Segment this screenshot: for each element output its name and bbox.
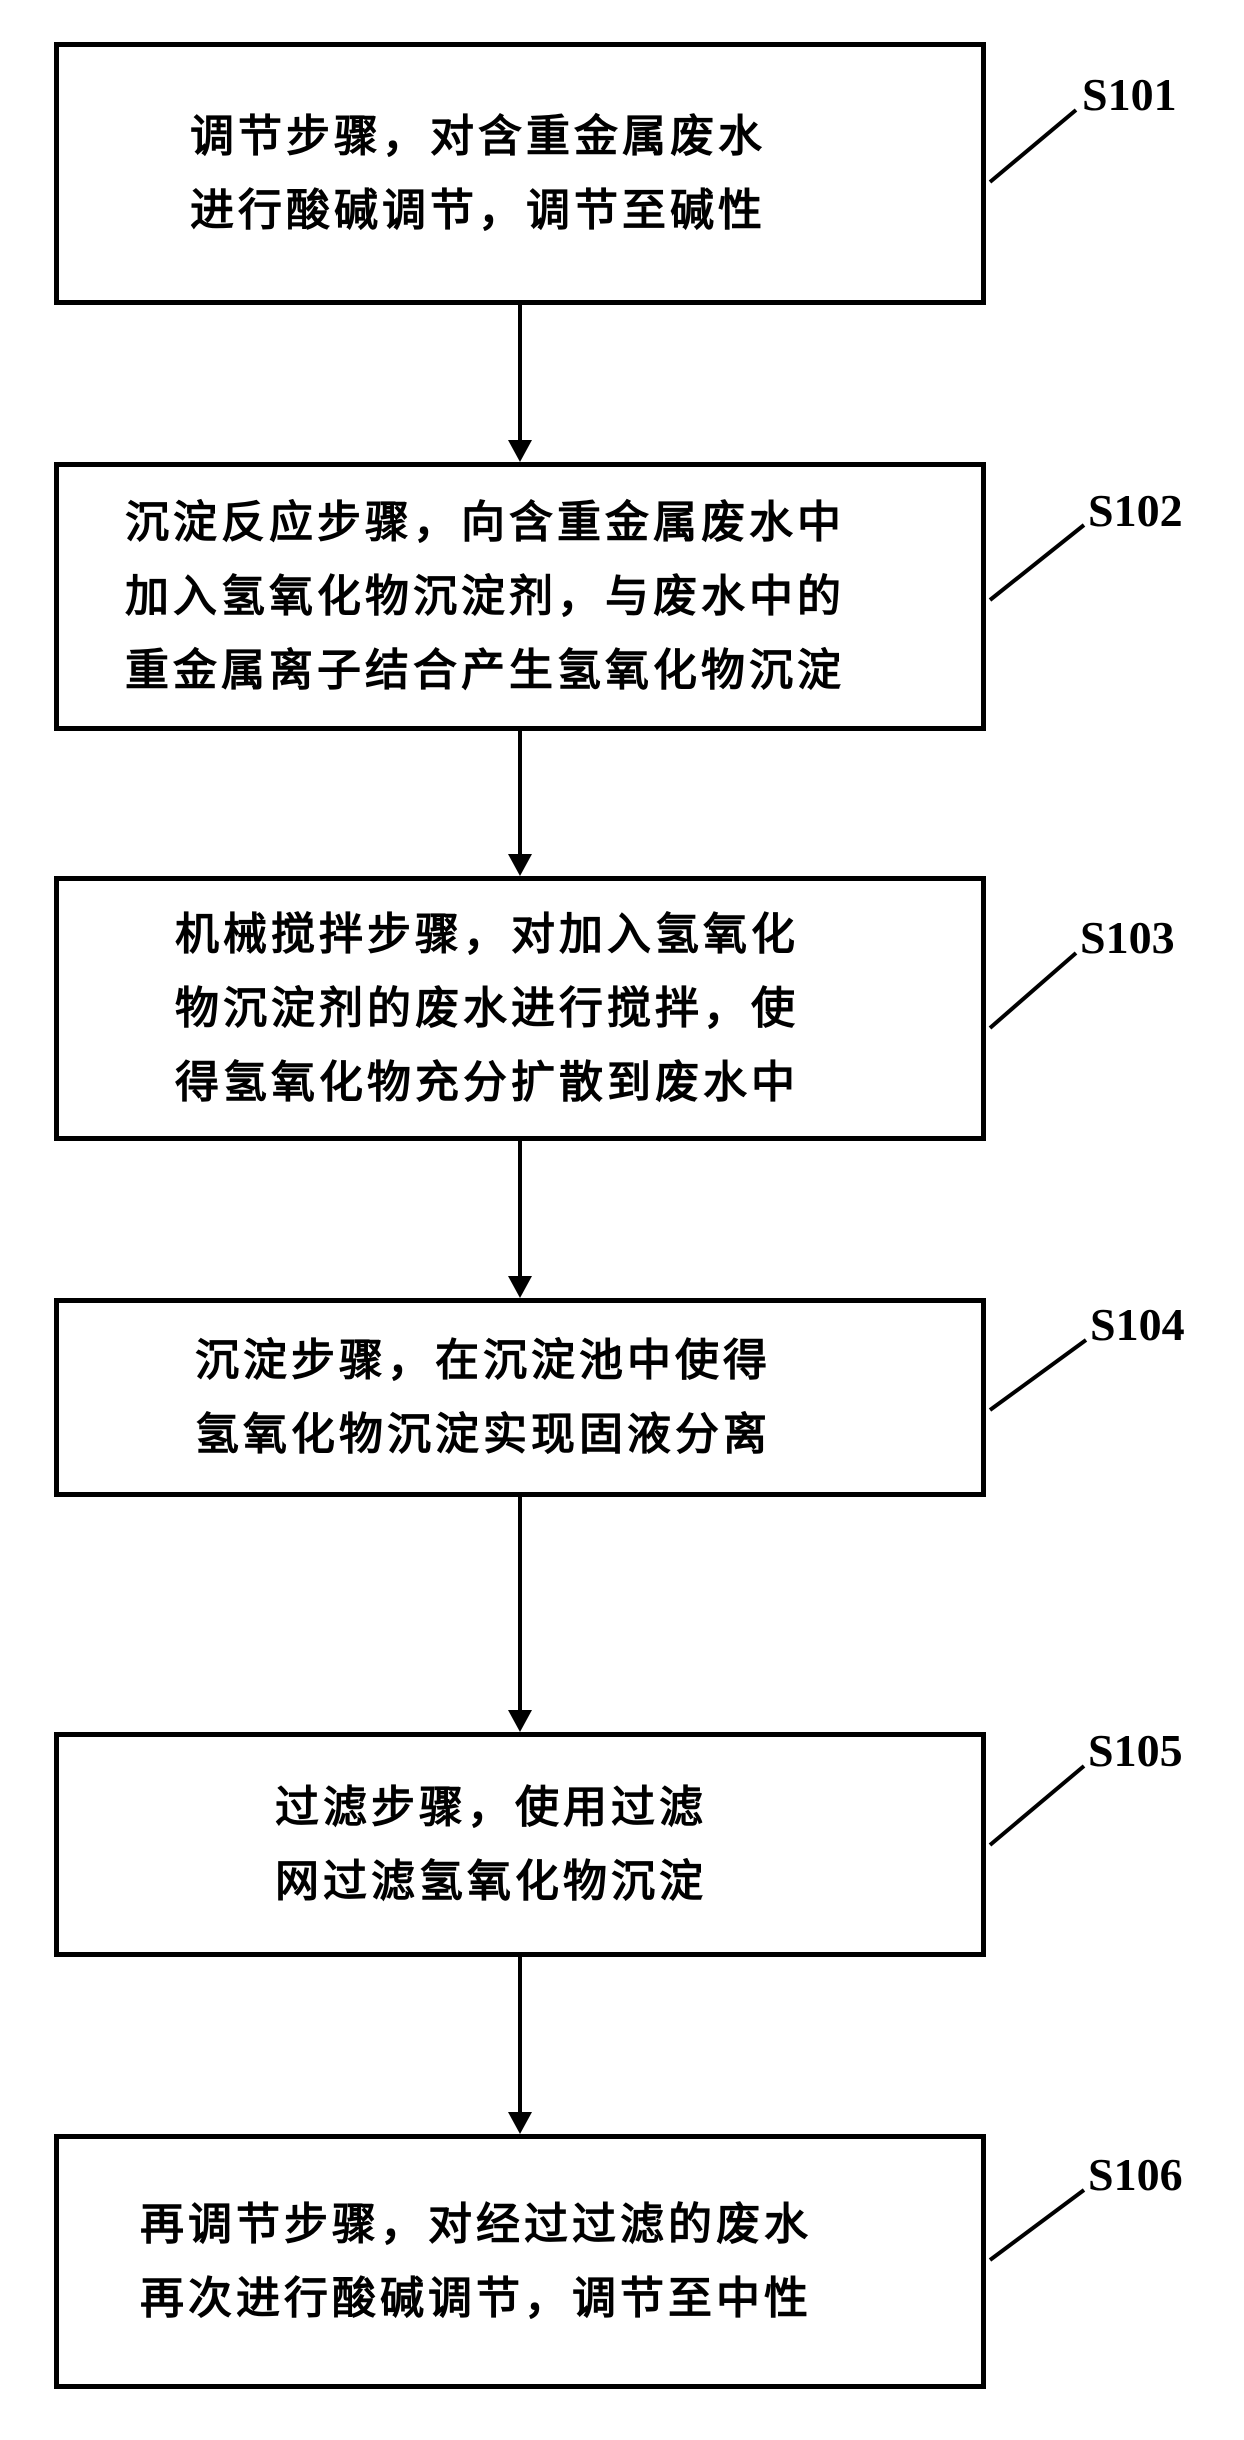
step-label-s103: S103 <box>1080 912 1175 963</box>
arrow-s103-s104 <box>508 1141 532 1298</box>
leader-line-s103 <box>988 951 1078 1030</box>
step-label-s106: S106 <box>1088 2149 1183 2200</box>
step-label-s101: S101 <box>1082 69 1177 120</box>
step-box-s106: 再调节步骤，对经过过滤的废水 再次进行酸碱调节，调节至中性 <box>54 2134 986 2389</box>
step-text-s105: 过滤步骤，使用过滤 网过滤氢氧化物沉淀 <box>275 1771 765 1919</box>
step-line: 调节步骤，对含重金属废水 <box>190 110 766 162</box>
step-box-s102: 沉淀反应步骤，向含重金属废水中 加入氢氧化物沉淀剂，与废水中的 重金属离子结合产… <box>54 462 986 731</box>
leader-line-s104 <box>988 1338 1088 1412</box>
step-box-s103: 机械搅拌步骤，对加入氢氧化 物沉淀剂的废水进行搅拌，使 得氢氧化物充分扩散到废水… <box>54 876 986 1141</box>
step-line: 过滤步骤，使用过滤 <box>275 1781 707 1833</box>
step-line: 氢氧化物沉淀实现固液分离 <box>195 1408 771 1460</box>
arrow-s101-s102 <box>508 305 532 462</box>
step-line: 沉淀反应步骤，向含重金属废水中 <box>125 496 845 548</box>
step-line: 重金属离子结合产生氢氧化物沉淀 <box>125 644 845 696</box>
step-box-s101: 调节步骤，对含重金属废水 进行酸碱调节，调节至碱性 <box>54 42 986 305</box>
step-box-s105: 过滤步骤，使用过滤 网过滤氢氧化物沉淀 <box>54 1732 986 1957</box>
step-line: 再调节步骤，对经过过滤的废水 <box>140 2198 812 2250</box>
arrow-s105-s106 <box>508 1957 532 2134</box>
leader-line-s105 <box>988 1764 1086 1847</box>
step-line: 机械搅拌步骤，对加入氢氧化 <box>175 908 799 960</box>
step-text-s101: 调节步骤，对含重金属废水 进行酸碱调节，调节至碱性 <box>190 100 850 248</box>
step-text-s104: 沉淀步骤，在沉淀池中使得 氢氧化物沉淀实现固液分离 <box>195 1324 845 1472</box>
step-line: 加入氢氧化物沉淀剂，与废水中的 <box>125 570 845 622</box>
step-label-s104: S104 <box>1090 1299 1185 1350</box>
step-box-s104: 沉淀步骤，在沉淀池中使得 氢氧化物沉淀实现固液分离 <box>54 1298 986 1497</box>
leader-line-s101 <box>988 108 1078 184</box>
step-text-s106: 再调节步骤，对经过过滤的废水 再次进行酸碱调节，调节至中性 <box>140 2188 900 2336</box>
arrow-s104-s105 <box>508 1497 532 1732</box>
step-line: 得氢氧化物充分扩散到废水中 <box>175 1056 799 1108</box>
step-label-s105: S105 <box>1088 1725 1183 1776</box>
step-line: 再次进行酸碱调节，调节至中性 <box>140 2272 812 2324</box>
step-line: 进行酸碱调节，调节至碱性 <box>190 184 766 236</box>
step-line: 沉淀步骤，在沉淀池中使得 <box>195 1334 771 1386</box>
step-label-s102: S102 <box>1088 485 1183 536</box>
leader-line-s102 <box>988 523 1086 602</box>
step-text-s103: 机械搅拌步骤，对加入氢氧化 物沉淀剂的废水进行搅拌，使 得氢氧化物充分扩散到废水… <box>175 898 865 1120</box>
step-line: 物沉淀剂的废水进行搅拌，使 <box>175 982 799 1034</box>
step-text-s102: 沉淀反应步骤，向含重金属废水中 加入氢氧化物沉淀剂，与废水中的 重金属离子结合产… <box>125 486 915 708</box>
arrow-s102-s103 <box>508 731 532 876</box>
step-line: 网过滤氢氧化物沉淀 <box>275 1855 707 1907</box>
leader-line-s106 <box>988 2188 1086 2262</box>
